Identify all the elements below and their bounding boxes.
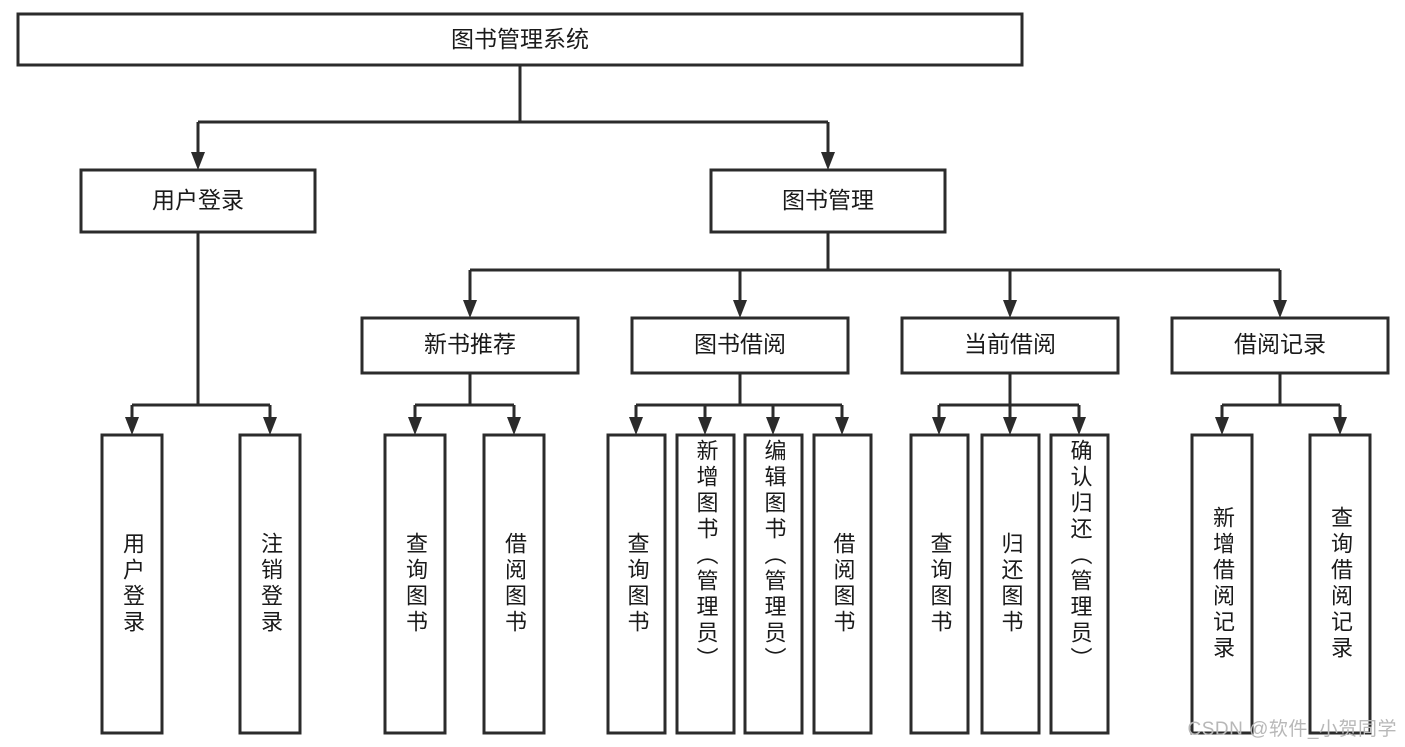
arrowhead-leaf-return-book bbox=[1003, 417, 1017, 435]
node-user-login-box[interactable] bbox=[79, 168, 317, 234]
connector-group bbox=[125, 65, 1347, 435]
node-current-borrow-box[interactable] bbox=[900, 316, 1120, 375]
leaf-box-query-book-3[interactable] bbox=[909, 433, 970, 735]
leaf-box-user-login[interactable] bbox=[100, 433, 164, 735]
node-borrow-record[interactable]: 借阅记录 bbox=[1170, 316, 1390, 375]
leaf-box-query-book-1[interactable] bbox=[383, 433, 447, 735]
arrowhead-borrow-record bbox=[1273, 300, 1287, 318]
arrowhead-leaf-query-book-1 bbox=[408, 417, 422, 435]
arrowhead-leaf-user-login bbox=[125, 417, 139, 435]
node-user-login-label: 用户登录 bbox=[152, 187, 244, 213]
arrowhead-leaf-query-book-3 bbox=[932, 417, 946, 435]
arrowhead-leaf-user-logout bbox=[263, 417, 277, 435]
arrowhead-leaf-edit-book bbox=[766, 417, 780, 435]
node-root-label: 图书管理系统 bbox=[451, 26, 589, 52]
leaf-box-borrow-book-2[interactable] bbox=[812, 433, 873, 735]
arrowhead-leaf-add-record bbox=[1215, 417, 1229, 435]
leaf-box-query-book-2[interactable] bbox=[606, 433, 667, 735]
arrowhead-leaf-query-book-2 bbox=[629, 417, 643, 435]
node-user-login[interactable]: 用户登录 bbox=[79, 168, 317, 234]
arrowhead-book-borrow bbox=[733, 300, 747, 318]
node-root-box[interactable] bbox=[16, 12, 1024, 67]
leaf-box-query-record[interactable] bbox=[1308, 433, 1372, 735]
node-book-borrow-box[interactable] bbox=[630, 316, 850, 375]
node-borrow-record-label: 借阅记录 bbox=[1234, 331, 1326, 357]
leaf-box-confirm-return[interactable] bbox=[1049, 433, 1110, 735]
leaf-box-add-book[interactable] bbox=[675, 433, 736, 735]
arrowhead-leaf-borrow-book-2 bbox=[835, 417, 849, 435]
node-book-borrow[interactable]: 图书借阅 bbox=[630, 316, 850, 375]
arrowhead-leaf-query-record bbox=[1333, 417, 1347, 435]
arrowhead-current-borrow bbox=[1003, 300, 1017, 318]
node-new-book-recommend[interactable]: 新书推荐 bbox=[360, 316, 580, 375]
node-book-borrow-label: 图书借阅 bbox=[694, 331, 786, 357]
leaf-box-user-logout[interactable] bbox=[238, 433, 302, 735]
arrowhead-leaf-borrow-book-1 bbox=[507, 417, 521, 435]
node-new-book-recommend-box[interactable] bbox=[360, 316, 580, 375]
arrowhead-user-login bbox=[191, 152, 205, 170]
arrowhead-new-book-recommend bbox=[463, 300, 477, 318]
leaf-box-borrow-book-1[interactable] bbox=[482, 433, 546, 735]
node-book-manage[interactable]: 图书管理 bbox=[709, 168, 947, 234]
node-current-borrow[interactable]: 当前借阅 bbox=[900, 316, 1120, 375]
node-book-manage-box[interactable] bbox=[709, 168, 947, 234]
node-root[interactable]: 图书管理系统 bbox=[16, 12, 1024, 67]
leaf-box-group bbox=[100, 433, 1372, 735]
leaf-box-edit-book[interactable] bbox=[743, 433, 804, 735]
csdn-watermark: CSDN @软件_小贺同学 bbox=[1187, 719, 1397, 740]
node-new-book-recommend-label: 新书推荐 bbox=[424, 331, 516, 357]
arrowhead-book-manage bbox=[821, 152, 835, 170]
node-book-manage-label: 图书管理 bbox=[782, 187, 874, 213]
node-current-borrow-label: 当前借阅 bbox=[964, 331, 1056, 357]
leaf-box-return-book[interactable] bbox=[980, 433, 1041, 735]
arrowhead-leaf-confirm-return bbox=[1072, 417, 1086, 435]
node-borrow-record-box[interactable] bbox=[1170, 316, 1390, 375]
leaf-box-add-record[interactable] bbox=[1190, 433, 1254, 735]
arrowhead-leaf-add-book bbox=[698, 417, 712, 435]
